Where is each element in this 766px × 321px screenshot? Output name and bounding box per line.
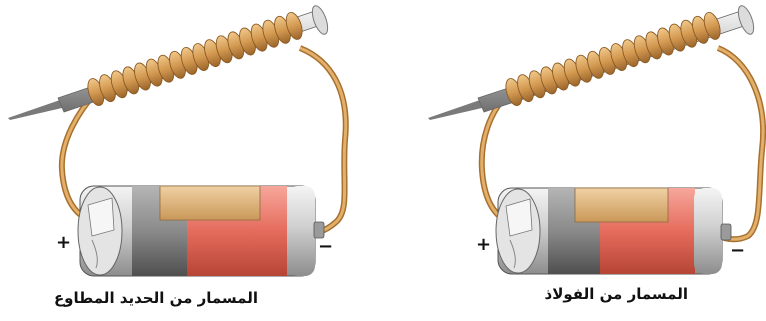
left-negative-sign: − [318, 236, 333, 257]
right-coil-icon [503, 10, 723, 107]
right-wire-negative [718, 48, 763, 239]
right-negative-sign: − [730, 240, 745, 261]
right-battery-icon [496, 188, 731, 274]
left-positive-sign: + [56, 232, 71, 253]
right-positive-sign: + [476, 234, 491, 255]
left-coil-icon [85, 10, 305, 107]
left-caption: المسمار من الحديد المطاوع [58, 289, 258, 307]
right-caption: المسمار من الفولاذ [548, 285, 688, 303]
left-battery-icon [78, 186, 324, 276]
